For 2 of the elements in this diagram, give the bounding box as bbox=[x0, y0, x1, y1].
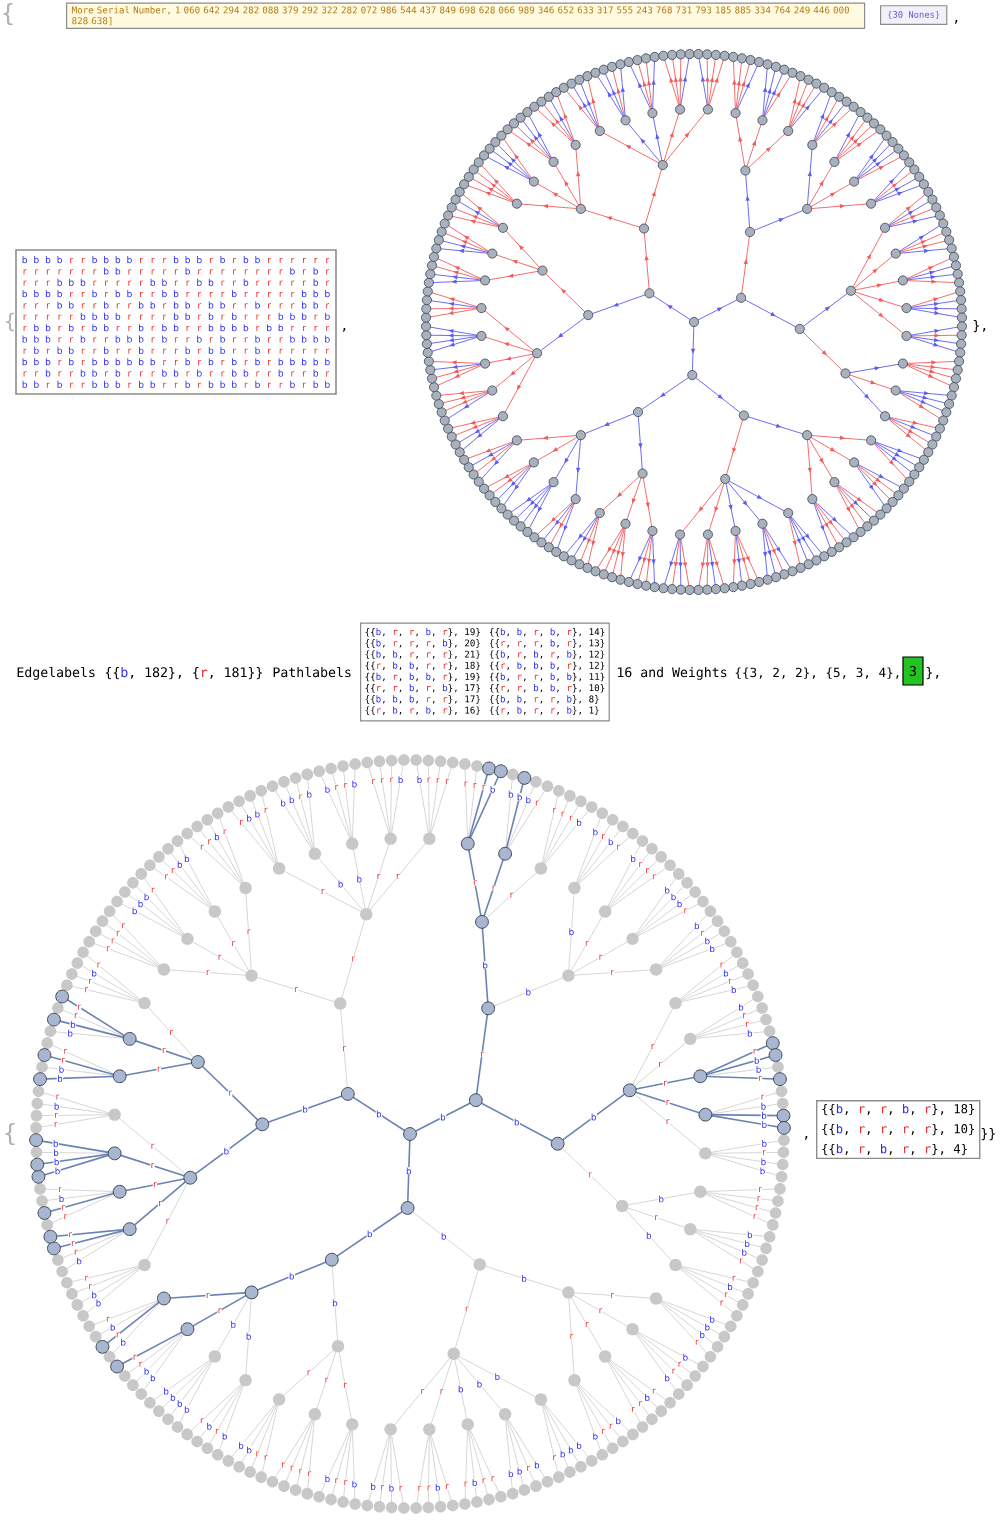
brace: { bbox=[3, 2, 13, 26]
brace: { bbox=[5, 1122, 15, 1146]
